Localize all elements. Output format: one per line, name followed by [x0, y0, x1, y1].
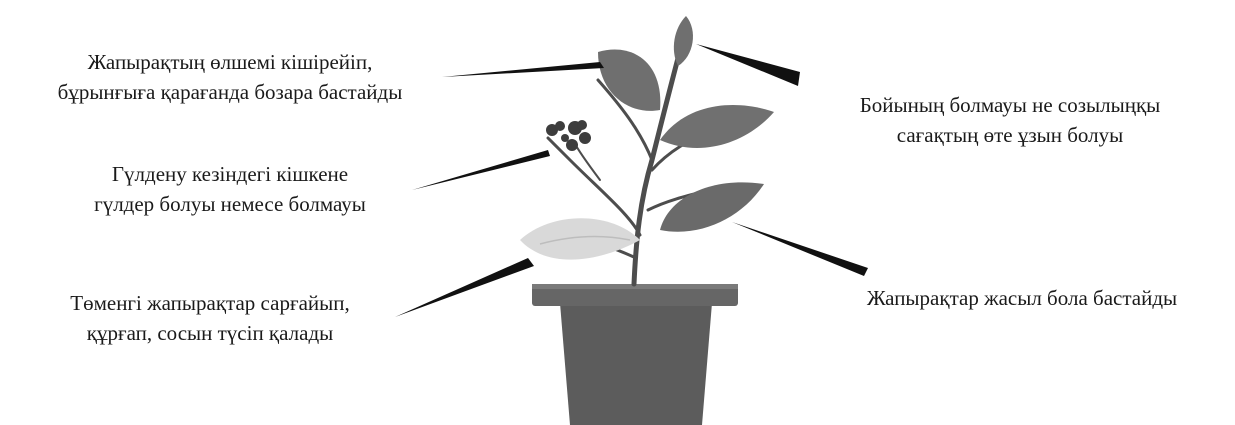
callout-line: Жапырақтар жасыл бола бастайды [812, 283, 1232, 313]
top-bud-leaf [674, 16, 693, 66]
upper-right-leaf [660, 105, 774, 148]
callout-leaf-size-smaller: Жапырақтың өлшемі кішірейіп, бұрынғыға қ… [0, 47, 460, 107]
middle-right-leaf [660, 182, 764, 231]
callout-line: құрғап, сосын түсіп қалады [0, 318, 420, 348]
flower-pot [532, 284, 738, 425]
callout-line: сағақтың өте ұзын болуы [790, 120, 1230, 150]
callout-lower-leaves-yellowing: Төменгі жапырақтар сарғайып, құрғап, сос… [0, 288, 420, 348]
callout-line: гүлдер болуы немесе болмауы [30, 189, 430, 219]
callout-small-flowers: Гүлдену кезіндегі кішкене гүлдер болуы н… [30, 159, 430, 219]
callout-line: Бойының болмауы не созылыңқы [790, 90, 1230, 120]
callout-leaves-becoming-green: Жапырақтар жасыл бола бастайды [812, 283, 1232, 313]
upper-left-leaf [598, 49, 660, 110]
small-flowers [546, 120, 591, 151]
pointer-flowers [412, 150, 550, 190]
pointer-leaves-green [732, 222, 868, 276]
plant-leaves [520, 16, 774, 260]
callout-line: Жапырақтың өлшемі кішірейіп, [0, 47, 460, 77]
callout-line: бұрынғыға қарағанда бозара бастайды [0, 77, 460, 107]
pointer-leaf-smaller [442, 62, 604, 77]
callout-line: Төменгі жапырақтар сарғайып, [0, 288, 420, 318]
pointer-height [696, 44, 800, 86]
callout-line: Гүлдену кезіндегі кішкене [30, 159, 430, 189]
callout-stem-height: Бойының болмауы не созылыңқы сағақтың өт… [790, 90, 1230, 150]
